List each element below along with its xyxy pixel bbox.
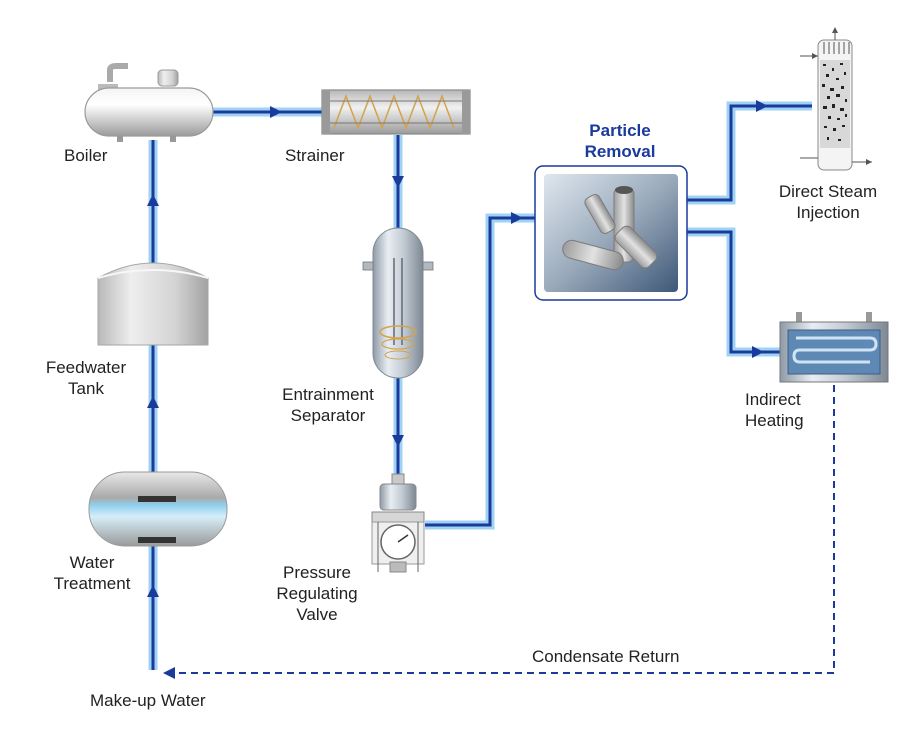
entrainment-separator-icon	[362, 227, 434, 379]
entrainment-label-line1: Entrainment	[282, 385, 374, 404]
arrow-icon	[147, 585, 159, 597]
indirect-heating-icon	[779, 312, 889, 383]
water-treatment-label-line1: Water	[69, 553, 115, 572]
indirect-heating-label-line1: Indirect	[745, 390, 801, 409]
arrow-icon	[147, 194, 159, 206]
strainer-label: Strainer	[285, 146, 345, 165]
makeup-water-label: Make-up Water	[90, 691, 206, 710]
water-treatment-icon	[88, 471, 228, 547]
arrow-icon	[163, 667, 175, 679]
particle-removal-title-line2: Removal	[584, 142, 656, 161]
arrow-icon	[392, 176, 404, 188]
feedwater-tank-icon	[97, 262, 209, 346]
condensate-return-label: Condensate Return	[532, 647, 680, 666]
flow-arrows	[147, 100, 768, 679]
water-treatment-label-line2: Treatment	[53, 574, 131, 593]
condensate-return-line	[165, 385, 835, 674]
boiler-icon	[84, 63, 214, 142]
strainer-icon	[321, 89, 471, 135]
indirect-heating-label-line2: Heating	[745, 411, 804, 430]
pressure-regulating-valve-icon	[371, 473, 425, 573]
arrow-icon	[392, 435, 404, 447]
direct-steam-label-line2: Injection	[796, 203, 860, 222]
particle-removal-title-line1: Particle	[589, 121, 651, 140]
arrow-icon	[147, 396, 159, 408]
arrow-icon	[756, 100, 768, 112]
feedwater-label-line2: Tank	[68, 379, 104, 398]
pressure-valve-label-line1: Pressure	[282, 563, 352, 582]
pressure-valve-label-line3: Valve	[296, 605, 338, 624]
arrow-icon	[270, 106, 282, 118]
boiler-label: Boiler	[64, 146, 108, 165]
pipe-network	[148, 101, 835, 674]
arrow-icon	[511, 212, 523, 224]
particle-removal-icon	[534, 165, 688, 301]
feedwater-label-line1: Feedwater	[45, 358, 127, 377]
direct-steam-label-line1: Direct Steam	[778, 182, 878, 201]
direct-steam-injection-icon	[800, 27, 872, 171]
pressure-valve-label-line2: Regulating	[276, 584, 358, 603]
arrow-icon	[752, 346, 764, 358]
entrainment-label-line2: Separator	[290, 406, 366, 425]
